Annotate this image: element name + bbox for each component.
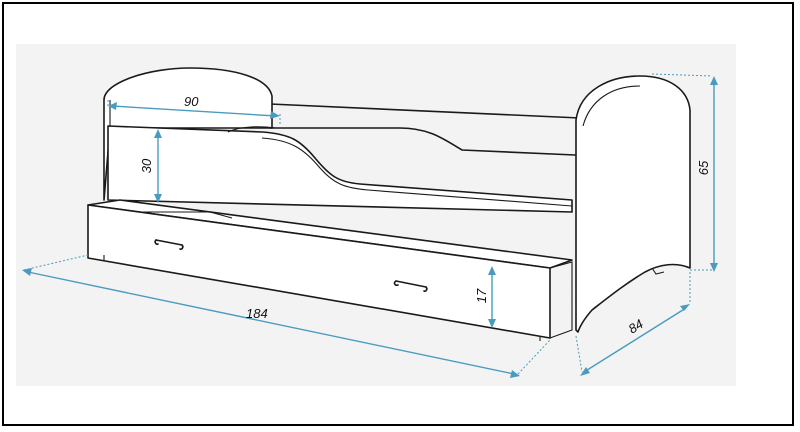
left-headboard (103, 67, 273, 201)
dim-rail-height (154, 129, 162, 203)
dim-label-drawer-height: 17 (474, 288, 489, 303)
drawer-handle-left (154, 239, 184, 250)
dim-length (22, 254, 551, 378)
dim-label-headboard-width: 90 (184, 94, 199, 109)
dim-headboard-width (107, 100, 281, 124)
drawer-handle-right (393, 280, 428, 292)
dim-label-length: 184 (246, 306, 268, 321)
back-rail (269, 103, 581, 156)
dim-drawer-height (488, 266, 496, 328)
dim-depth (575, 272, 691, 376)
right-footboard (575, 75, 691, 333)
dim-label-rail-height: 30 (139, 158, 154, 173)
front-rail (107, 125, 573, 213)
dim-height (651, 73, 718, 272)
dim-label-height: 65 (696, 160, 711, 175)
dim-label-depth: 84 (626, 316, 646, 336)
